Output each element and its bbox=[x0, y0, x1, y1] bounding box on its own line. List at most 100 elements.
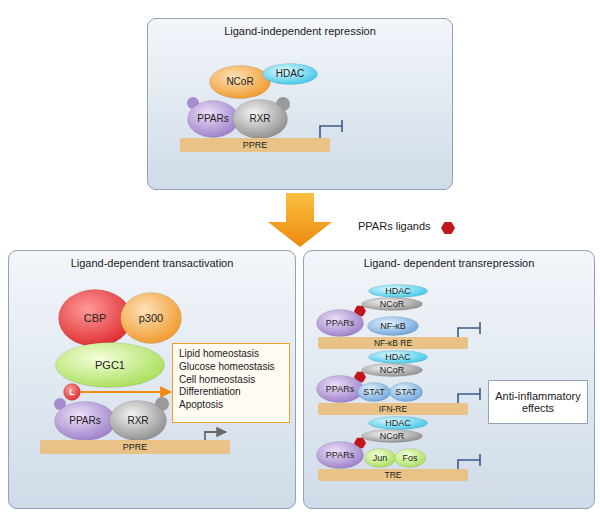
node-label: HDAC bbox=[276, 69, 304, 79]
ellipse-outline bbox=[263, 64, 318, 85]
effect-arrow bbox=[81, 391, 171, 393]
response-element: PPRE bbox=[40, 440, 230, 454]
receptor: PPARs bbox=[54, 401, 116, 441]
panel: Ligand-dependent transactivationCBP p300P… bbox=[8, 250, 296, 509]
enzyme: HDAC bbox=[262, 63, 318, 85]
panel-title: Ligand-independent repression bbox=[148, 25, 452, 37]
receptor: PPARs bbox=[316, 309, 364, 337]
node-label: HDAC bbox=[385, 287, 411, 296]
panel: Ligand-independent repressionNCoR HDAC PPA… bbox=[147, 18, 453, 190]
node-label: NCoR bbox=[380, 300, 405, 309]
node-label: PPARs bbox=[69, 416, 101, 426]
ellipse-outline bbox=[121, 293, 182, 344]
ellipse-outline bbox=[369, 351, 428, 364]
node-label: STAT bbox=[363, 388, 385, 397]
node-label: RXR bbox=[127, 416, 148, 426]
response-element: IFN-RE bbox=[318, 403, 468, 415]
transcription-factor: STAT bbox=[389, 382, 423, 402]
receptor: RXR bbox=[109, 400, 167, 441]
effect-box: Anti-inflammatory effects bbox=[488, 380, 588, 424]
repression-mark bbox=[320, 120, 342, 138]
ellipse-outline bbox=[358, 383, 391, 402]
node-label: NCoR bbox=[380, 366, 405, 375]
effect-list: Lipid homeostasisGlucose homeostasisCell… bbox=[172, 343, 290, 423]
effect-item: Lipid homeostasis bbox=[179, 348, 259, 361]
node-label: NF-κB bbox=[380, 322, 406, 331]
receptor: PPARs bbox=[187, 100, 239, 138]
ellipse-outline bbox=[56, 343, 165, 388]
node-label: RXR bbox=[249, 114, 270, 124]
ellipse-outline bbox=[369, 417, 428, 430]
node-label: PPARs bbox=[326, 451, 354, 460]
ligand-hexagon bbox=[441, 222, 455, 234]
ellipse-outline bbox=[365, 449, 396, 468]
node-label: CBP bbox=[84, 313, 107, 324]
ligand: L bbox=[63, 383, 81, 401]
panel-title: Ligand-dependent transactivation bbox=[9, 257, 295, 269]
node-label: PPRE bbox=[123, 443, 148, 452]
response-element: NF-κB RE bbox=[318, 337, 468, 349]
ellipse-outline bbox=[368, 317, 419, 336]
ellipse-outline bbox=[317, 310, 364, 337]
ellipse-outline bbox=[362, 298, 423, 311]
panel-title: Ligand- dependent transrepression bbox=[304, 257, 594, 269]
node-label: TRE bbox=[385, 471, 402, 480]
node-label: Jun bbox=[373, 454, 388, 463]
node-label: NCoR bbox=[226, 77, 253, 87]
response-element: TRE bbox=[318, 469, 468, 481]
effect-item: Glucose homeostasis bbox=[179, 361, 275, 374]
ellipse-outline bbox=[188, 101, 239, 138]
transcription-factor: NF-κB bbox=[367, 316, 419, 336]
node-label: PGC1 bbox=[95, 360, 125, 371]
transcription-factor: Fos bbox=[394, 448, 426, 468]
ellipse-outline bbox=[110, 401, 167, 441]
node-label: STAT bbox=[395, 388, 417, 397]
node-label: p300 bbox=[139, 313, 163, 324]
ellipse-outline bbox=[64, 384, 81, 401]
transition-arrow bbox=[268, 193, 332, 247]
node-label: NCoR bbox=[380, 432, 405, 441]
ellipse-outline bbox=[317, 442, 364, 469]
corepressor: NCoR bbox=[361, 429, 423, 443]
coactivator: PGC1 bbox=[55, 342, 165, 388]
node-label: PPARs bbox=[326, 319, 354, 328]
effect-item: Apoptosis bbox=[179, 399, 223, 412]
node-label: Anti-inflammatory effects bbox=[493, 390, 583, 414]
coactivator: p300 bbox=[120, 292, 182, 344]
ellipse-outline bbox=[362, 364, 423, 377]
panel-ground bbox=[303, 250, 595, 509]
node-label: PPARs bbox=[326, 385, 354, 394]
ellipse-outline bbox=[55, 402, 116, 441]
node-label: L bbox=[69, 388, 75, 397]
ellipse-outline bbox=[317, 376, 364, 403]
ellipse-outline bbox=[395, 449, 426, 468]
node-label: IFN-RE bbox=[379, 405, 407, 414]
ellipse-outline bbox=[390, 383, 423, 402]
effect-item: Cell homeostasis bbox=[179, 374, 255, 387]
ellipse-outline bbox=[362, 430, 423, 443]
panel: Ligand- dependent transrepressionHDAC NCo… bbox=[303, 250, 595, 509]
ligand-label: PPARs ligands bbox=[358, 220, 431, 232]
effect-item: Differentiation bbox=[179, 386, 241, 399]
corepressor: NCoR bbox=[209, 65, 271, 99]
node-label: PPARs bbox=[197, 114, 229, 124]
corepressor: NCoR bbox=[361, 363, 423, 377]
enzyme: HDAC bbox=[368, 416, 428, 430]
node-label: NF-κB RE bbox=[374, 339, 412, 348]
transcription-factor: STAT bbox=[357, 382, 391, 402]
panel-ground bbox=[8, 250, 296, 509]
node-label: PPRE bbox=[243, 141, 268, 150]
ellipse-outline bbox=[233, 100, 288, 139]
response-element: PPRE bbox=[180, 138, 330, 152]
ellipse-outline bbox=[210, 66, 271, 99]
receptor: PPARs bbox=[316, 441, 364, 469]
corepressor: NCoR bbox=[361, 297, 423, 311]
node-label: Fos bbox=[402, 454, 417, 463]
node-label: HDAC bbox=[385, 353, 411, 362]
transcription-arrow bbox=[205, 432, 226, 440]
enzyme: HDAC bbox=[368, 284, 428, 298]
receptor: PPARs bbox=[316, 375, 364, 403]
enzyme: HDAC bbox=[368, 350, 428, 364]
panel-ground bbox=[147, 18, 453, 190]
